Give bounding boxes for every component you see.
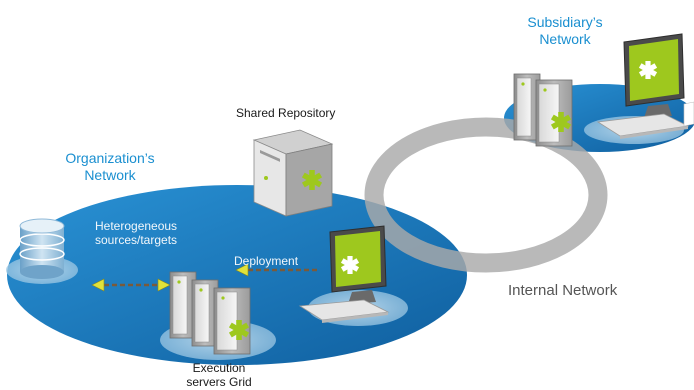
heterogeneous-label: Heterogeneous sources/targets xyxy=(95,219,177,248)
subsidiary-network-label: Subsidiary’s Network xyxy=(512,14,618,48)
sub-workstation-icon xyxy=(596,33,694,139)
heterogeneous-label-line2: sources/targets xyxy=(95,233,178,248)
grid-servers-icon xyxy=(169,271,251,355)
execution-grid-label-line1: Execution xyxy=(192,361,246,375)
organization-network-label: Organization’s Network xyxy=(48,150,172,184)
internal-network-ring xyxy=(364,117,608,273)
subsidiary-network-label-line1: Subsidiary’s xyxy=(527,14,603,30)
shared-repository-label: Shared Repository xyxy=(236,106,336,120)
subsidiary-network-label-line2: Network xyxy=(539,30,591,47)
sub-servers-icon xyxy=(513,73,573,147)
organization-network-label-line2: Network xyxy=(84,166,136,183)
deployment-arrow xyxy=(235,263,318,277)
server-icon xyxy=(252,129,334,217)
internal-network-label: Internal Network xyxy=(508,282,618,299)
database-icon xyxy=(19,218,65,279)
deployment-label: Deployment xyxy=(234,254,299,268)
execution-grid-label: Execution servers Grid xyxy=(176,361,262,390)
execution-grid-label-line2: servers Grid xyxy=(186,375,252,390)
organization-network-label-line1: Organization’s xyxy=(65,150,155,166)
workstation-icon xyxy=(298,225,390,323)
data-flow-arrow xyxy=(91,278,171,292)
heterogeneous-label-line1: Heterogeneous xyxy=(95,219,178,233)
